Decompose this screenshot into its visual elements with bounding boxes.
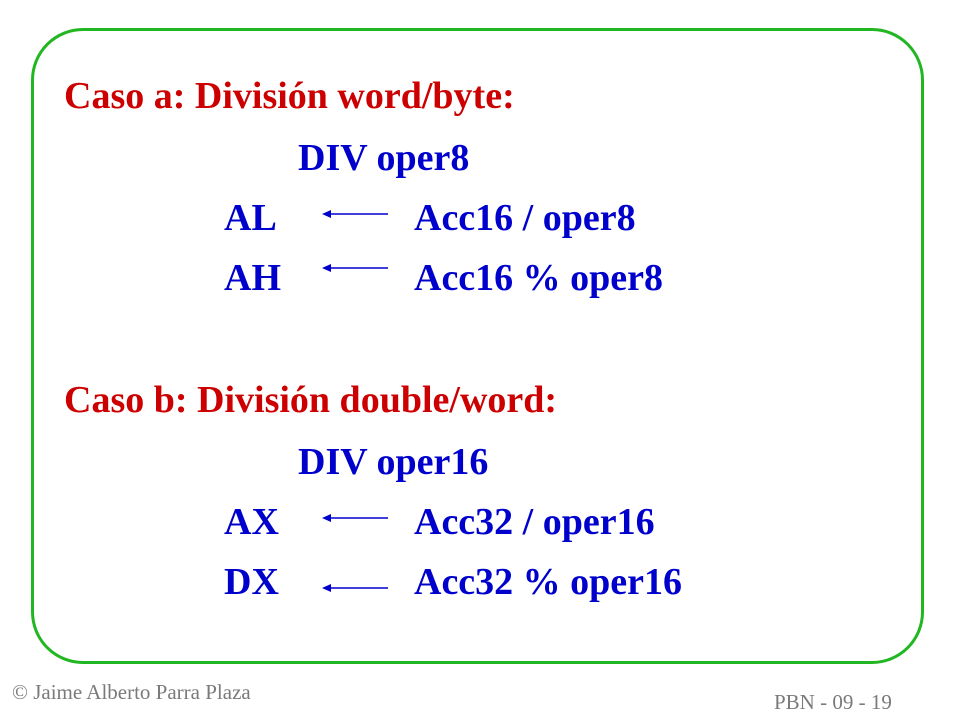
copyright-footer: © Jaime Alberto Parra Plaza <box>12 680 251 704</box>
slide-frame <box>31 28 924 664</box>
page-code: PBN - 09 - 19 <box>774 690 892 714</box>
case-b-instruction: DIV oper16 <box>298 441 489 483</box>
case-a-operation-2: Acc16 % oper8 <box>414 257 664 299</box>
case-b-register-1: AX <box>224 501 279 543</box>
left-arrow-icon <box>322 210 388 218</box>
left-arrow-icon <box>322 264 388 272</box>
case-a-register-1: AL <box>224 197 277 239</box>
case-a-operation-1: Acc16 / oper8 <box>414 197 636 239</box>
left-arrow-icon <box>322 514 388 522</box>
left-arrow-icon <box>322 584 388 592</box>
case-a-register-2: AH <box>224 257 281 299</box>
case-a-instruction: DIV oper8 <box>298 137 470 179</box>
case-b-operation-2: Acc32 % oper16 <box>414 561 683 603</box>
case-b-heading: Caso b: División double/word: <box>64 379 558 421</box>
case-b-register-2: DX <box>224 561 279 603</box>
case-a-heading: Caso a: División word/byte: <box>64 75 515 117</box>
case-b-operation-1: Acc32 / oper16 <box>414 501 655 543</box>
